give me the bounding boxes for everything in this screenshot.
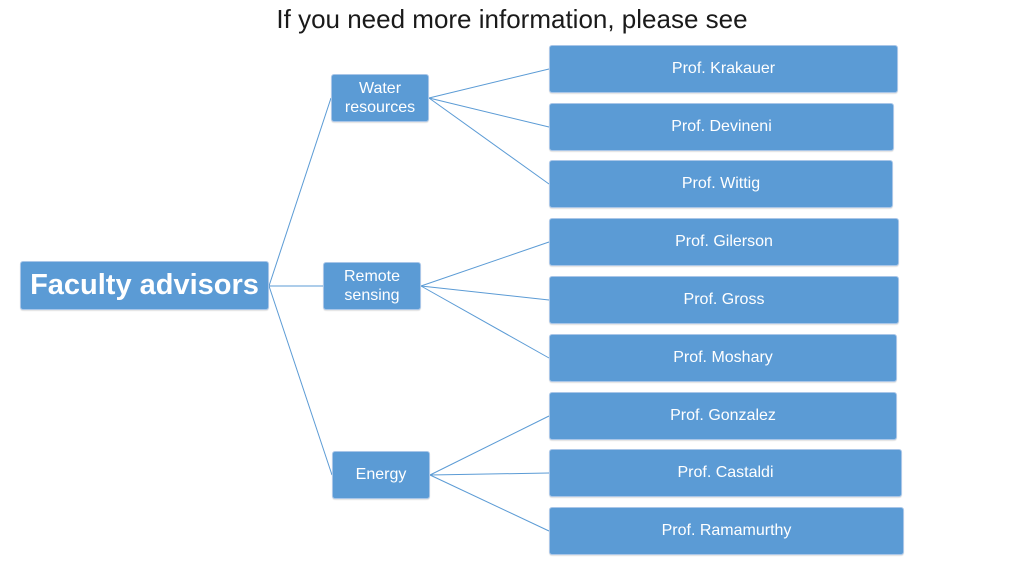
leaf-node-gonzalez: Prof. Gonzalez [549, 392, 897, 440]
connector-energy-ramamurthy [429, 474, 550, 532]
root-node-faculty-advisors: Faculty advisors [20, 261, 269, 310]
connector-root-energy [268, 285, 333, 476]
leaf-node-krakauer: Prof. Krakauer [549, 45, 898, 93]
connector-remote-moshary [420, 285, 550, 359]
branch-node-water-resources: Water resources [331, 74, 429, 122]
leaf-node-gross: Prof. Gross [549, 276, 899, 324]
connector-root-water [268, 97, 332, 287]
leaf-node-wittig: Prof. Wittig [549, 160, 893, 208]
connector-water-devineni [428, 97, 550, 128]
connector-water-krakauer [428, 68, 550, 99]
leaf-node-gilerson: Prof. Gilerson [549, 218, 899, 266]
branch-node-energy: Energy [332, 451, 430, 499]
leaf-node-devineni: Prof. Devineni [549, 103, 894, 151]
connector-energy-gonzalez [429, 415, 550, 476]
connector-remote-gross [420, 285, 550, 301]
connector-energy-castaldi [429, 472, 550, 476]
leaf-node-castaldi: Prof. Castaldi [549, 449, 902, 497]
branch-node-remote-sensing: Remote sensing [323, 262, 421, 310]
leaf-node-moshary: Prof. Moshary [549, 334, 897, 382]
slide-title: If you need more information, please see [276, 4, 748, 34]
leaf-node-ramamurthy: Prof. Ramamurthy [549, 507, 904, 555]
connector-water-wittig [428, 97, 550, 185]
connector-remote-gilerson [420, 241, 550, 287]
